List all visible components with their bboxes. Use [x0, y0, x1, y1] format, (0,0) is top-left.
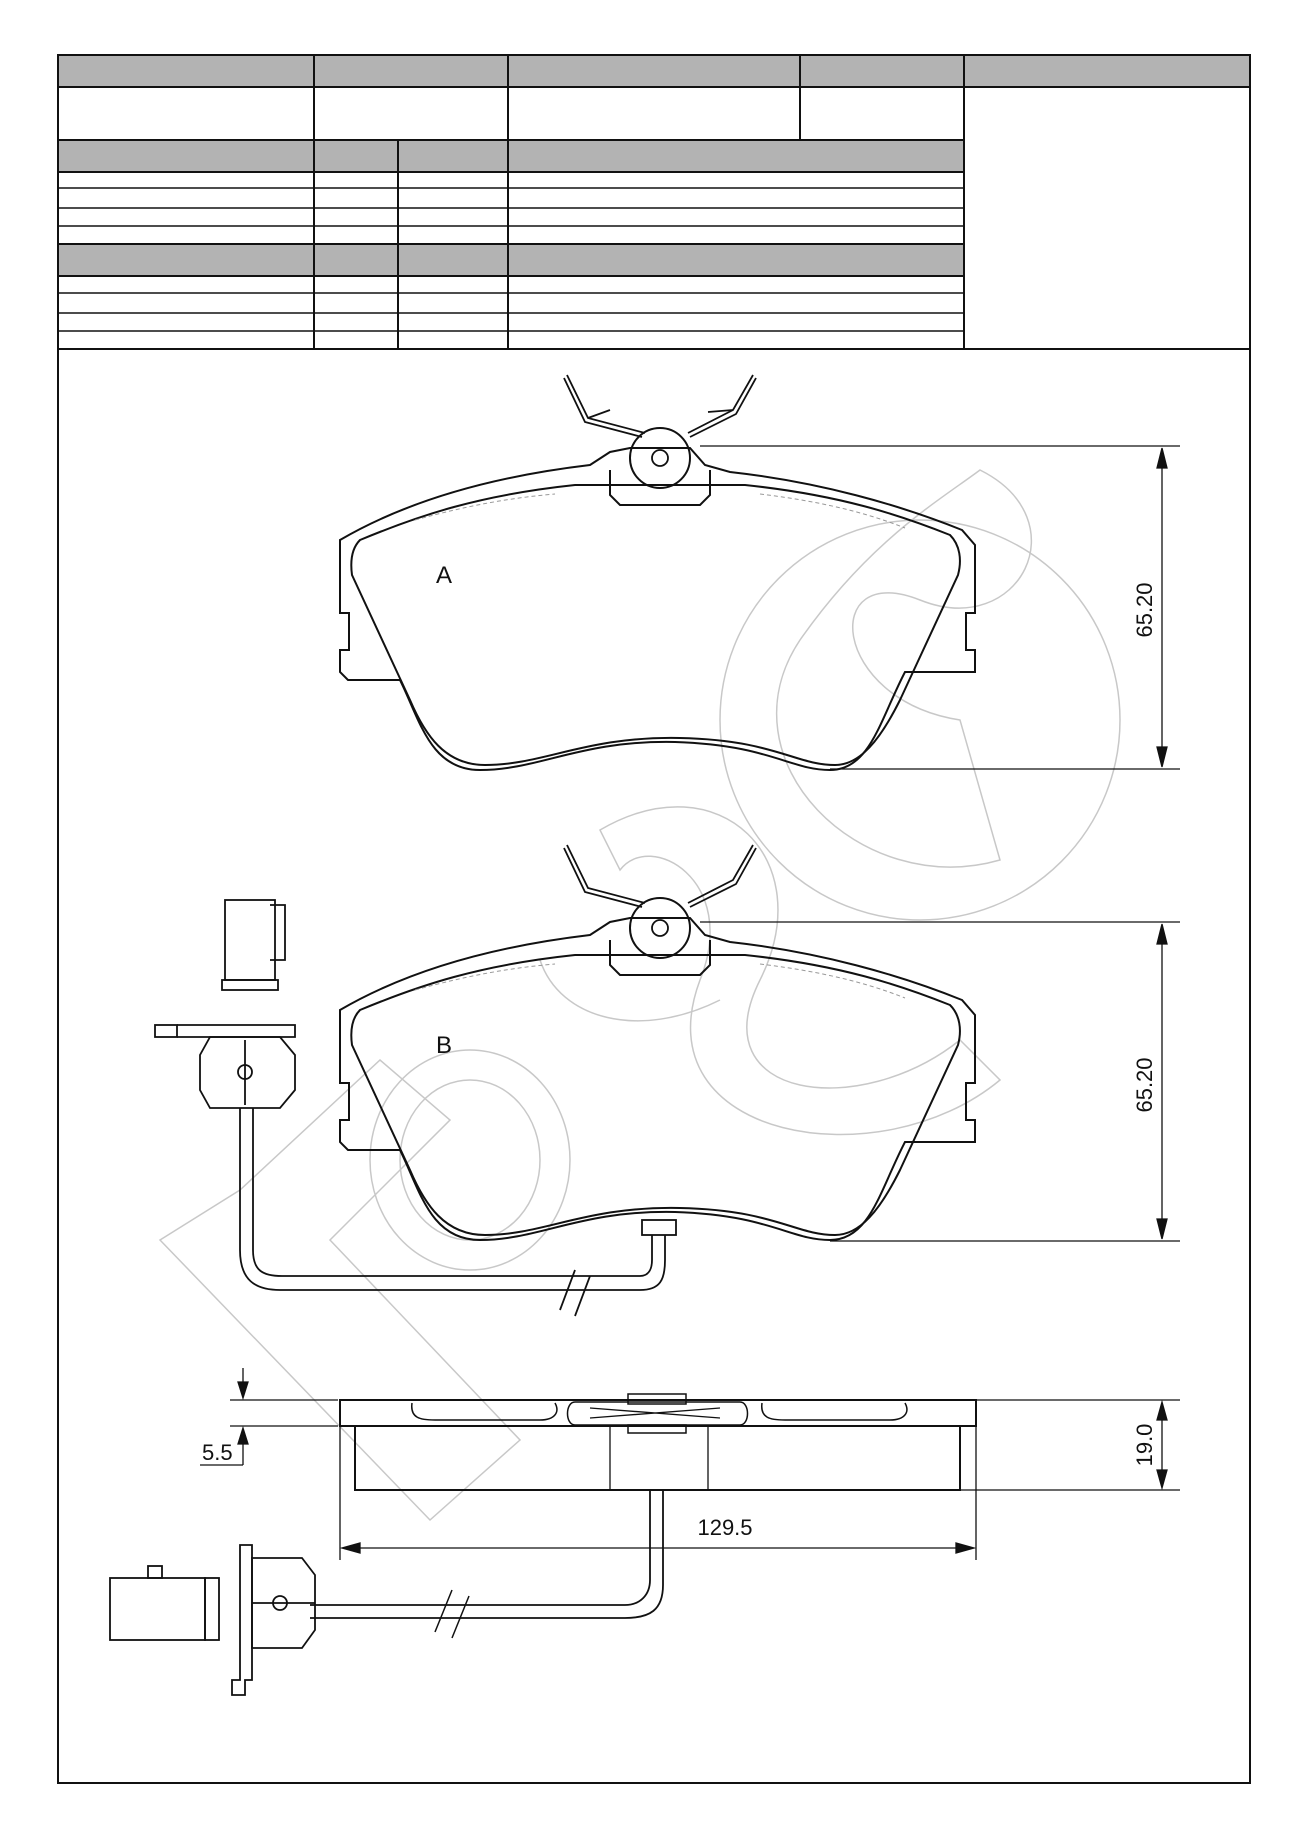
clip-ring-b [629, 897, 691, 959]
clip-hole-a [651, 449, 669, 467]
brake-pad-b [154, 844, 976, 1317]
wear-sensor-b [154, 899, 677, 1317]
friction-lining-b [350, 954, 961, 1237]
dimension-side-backplate: 5.5 [202, 1440, 233, 1465]
friction-lining-a [350, 484, 961, 767]
side-backplate [339, 1399, 977, 1427]
mount-tab-b [609, 940, 711, 976]
dimension-side [200, 1368, 1180, 1560]
title-block [57, 54, 1251, 1784]
dimension-b-value: 65.20 [1132, 1057, 1157, 1112]
brake-pad-a [339, 374, 976, 772]
side-sensor-connector [109, 1544, 316, 1696]
dimension-side-width: 129.5 [697, 1515, 752, 1540]
side-view [109, 1393, 977, 1696]
side-lining [354, 1426, 961, 1491]
spring-clip-a [563, 374, 757, 438]
dimension-side-thickness: 19.0 [1132, 1424, 1157, 1467]
pad-a-label: A [436, 562, 452, 589]
mount-tab-a [609, 470, 711, 506]
clip-ring-a [629, 427, 691, 489]
header-band-2 [57, 139, 965, 173]
pad-b-label: B [436, 1032, 452, 1059]
dimension-a-value: 65.20 [1132, 582, 1157, 637]
backing-plate-b [339, 917, 976, 1242]
watermark-logo [158, 469, 1121, 1522]
spring-clip-b [563, 844, 757, 908]
clip-hole-b [651, 919, 669, 937]
header-band-1 [57, 54, 1251, 88]
header-band-3 [57, 243, 965, 277]
dimension-a-height [700, 445, 1180, 770]
dimension-b-height [700, 921, 1180, 1242]
backing-plate-a [339, 447, 976, 772]
